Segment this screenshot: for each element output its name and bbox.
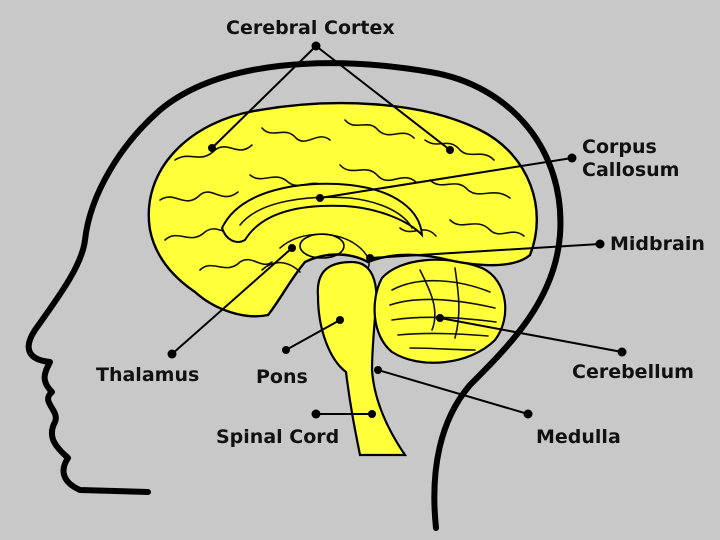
label-spinal-cord: Spinal Cord (216, 426, 339, 448)
label-cerebral-cortex: Cerebral Cortex (226, 17, 395, 39)
cerebellum-shape (375, 260, 506, 363)
label-thalamus: Thalamus (96, 364, 199, 386)
label-medulla: Medulla (536, 426, 621, 448)
label-corpus-callosum-line2: Callosum (582, 159, 679, 181)
label-corpus-callosum-line1: Corpus (582, 136, 657, 158)
label-pons: Pons (256, 366, 308, 388)
label-cerebellum: Cerebellum (572, 361, 694, 383)
label-midbrain: Midbrain (610, 233, 705, 255)
